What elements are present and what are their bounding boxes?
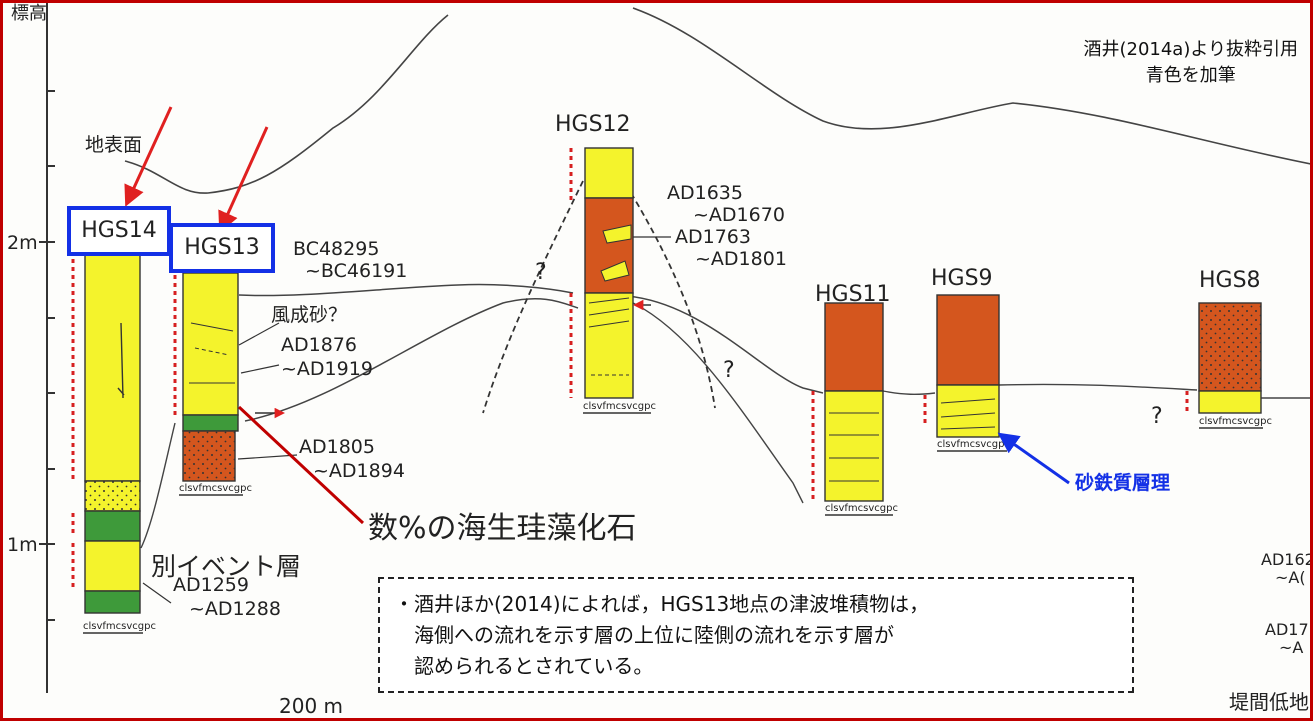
question-mark: ? [535,260,547,285]
date-label: ~AD1894 [313,460,405,482]
date-label: BC48295 [293,238,379,260]
scale-bar-label: 200 m [279,694,343,718]
grain-size-legend: clsvfmcsvcgpc [583,401,656,412]
column-hgs14 [84,252,141,614]
source-line: 酒井(2014a)より抜粋引用 [1083,39,1298,60]
date-label: ~AD1670 [693,204,785,226]
column-label-hgs14: HGS14 [67,206,171,256]
date-label: AD1763 [675,226,751,248]
date-label: AD1259 [173,574,249,596]
surface-profile-line [238,283,574,297]
grain-size-legend: clsvfmcsvcgpc [179,483,252,494]
stratigraphy-diagram: 標高 2m 1m [7,3,1313,718]
source-note: 酒井(2014a)より抜粋引用 青色を加筆 [1083,37,1298,89]
date-label: ~AD1919 [281,358,373,380]
correlation-dashed-line [482,180,584,414]
column-hgs13 [182,272,239,482]
question-mark: ? [1151,404,1163,429]
date-label: AD1635 [667,182,743,204]
date-label: AD1805 [299,436,375,458]
column-label-hgs12: HGS12 [555,112,631,137]
aeolian-sand-label: 風成砂？ [271,304,347,326]
surface-profile-line [124,14,449,194]
grain-size-legend: clsvfmcsvcgpc [937,439,1010,450]
column-hgs8 [1198,302,1262,414]
grain-size-legend: clsvfmcsvcgpc [1199,416,1272,427]
date-label: ~A [1279,638,1303,657]
surface-profile-line [632,302,804,504]
surface-label: 地表面 [85,134,142,156]
column-label-hgs9: HGS9 [931,266,993,291]
date-label: AD162 [1261,550,1313,569]
tsunami-deposit-markers [71,148,1189,591]
y-tick-label-2m: 2m [7,232,38,254]
date-label: AD1876 [281,334,357,356]
interdune-lowland-label: 堤間低地 [1229,690,1309,714]
blue-arrow [997,432,1070,485]
note-line: ・酒井ほか(2014)によれば，HGS13地点の津波堆積物は， [394,592,930,616]
column-label-hgs11: HGS11 [815,282,891,307]
question-mark: ? [723,358,735,383]
date-label: ~AD1801 [695,248,787,270]
correlation-dashed-line [630,192,716,409]
magnetite-lamina-label: 砂鉄質層理 [1075,471,1170,494]
surface-profile-line [626,295,824,394]
grain-size-legend: clsvfmcsvcgpc [83,621,156,632]
grain-size-legend: clsvfmcsvcgpc [825,503,898,514]
column-label-hgs8: HGS8 [1199,268,1261,293]
date-label: ~AD1288 [189,598,281,620]
date-label: ~BC46191 [305,260,407,282]
column-hgs11 [824,302,884,502]
diatom-leader-line [237,405,365,525]
note-line: 海側への流れを示す層の上位に陸側の流れを示す層が [394,623,894,647]
column-label-hgs13: HGS13 [169,223,275,273]
note-line: 認められるとされている。 [394,654,654,678]
column-hgs12 [584,147,651,399]
column-hgs9 [936,294,1000,438]
surface-profile-line [632,7,1310,165]
explanation-note: ・酒井ほか(2014)によれば，HGS13地点の津波堆積物は， 海側への流れを示… [378,577,1134,693]
red-arrow [124,106,173,207]
red-arrow [218,126,269,233]
diatom-fossil-label: 数%の海生珪藻化石 [368,511,637,546]
other-event-layer-label: 別イベント層 [151,552,301,581]
grain-size-scale [83,412,1263,634]
y-tick-label-1m: 1m [7,534,38,556]
date-label: ~A( [1275,568,1306,587]
y-axis-title: 標高 [11,3,47,24]
surface-profile-line [244,297,579,422]
date-label: AD17 [1265,620,1309,639]
source-line: 青色を加筆 [1145,65,1236,86]
